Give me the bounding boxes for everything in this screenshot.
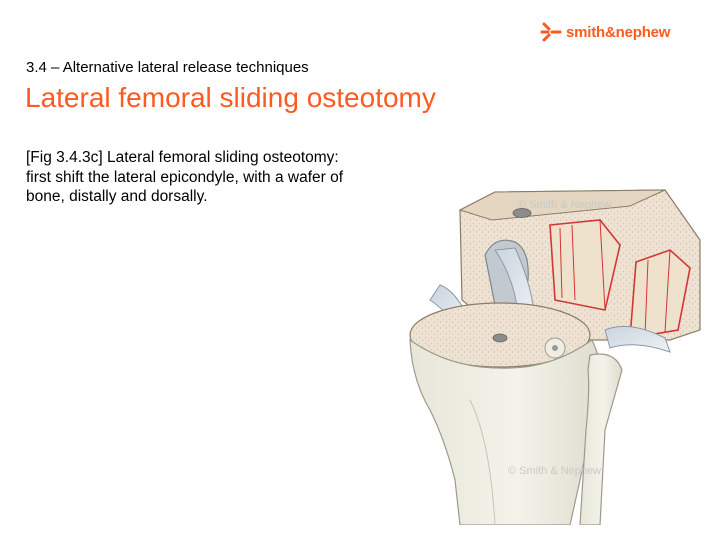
- starburst-icon: [540, 22, 562, 42]
- lateral-epicondyle-fragment: [629, 249, 691, 339]
- tibial-plateau: [409, 302, 591, 368]
- logo-text: smith&nephew: [566, 23, 671, 41]
- section-subtitle: 3.4 – Alternative lateral release techni…: [26, 59, 309, 76]
- smith-nephew-logo: smith&nephew: [540, 20, 670, 44]
- fibula: [579, 353, 623, 525]
- page-title: Lateral femoral sliding osteotomy: [25, 82, 436, 113]
- watermark-bottom: © Smith & Nephew: [508, 465, 601, 477]
- figure-caption: [Fig 3.4.3c] Lateral femoral sliding ost…: [26, 149, 344, 205]
- tibia-shaft: [409, 338, 605, 525]
- watermark-top: © Smith & Nephew: [518, 199, 611, 211]
- osteotomy-wafer: [549, 219, 621, 311]
- knee-osteotomy-illustration: © Smith & Nephew © Smith & Nephew: [409, 189, 701, 525]
